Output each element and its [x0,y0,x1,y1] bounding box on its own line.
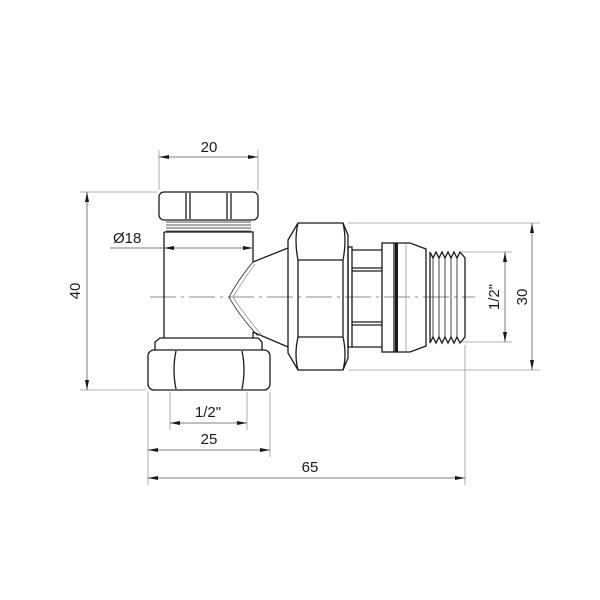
dimension-label: 40 [67,283,84,300]
dimension-overall-length: 65 [148,345,466,485]
dimension-label: 25 [201,431,218,448]
male-thread [429,250,466,345]
dimension-label: 1/2" [195,404,221,421]
union-nut [287,222,353,371]
dimension-body-diameter: Ø18 [110,230,253,250]
dimension-top-nut-width: 20 [158,139,259,190]
bottom-nut [147,337,271,391]
dimension-label: 65 [302,459,319,476]
valve-body [163,231,289,348]
top-thread [166,221,251,232]
dimension-label: Ø18 [113,230,141,247]
tailpiece [352,242,427,353]
dimension-height: 40 [67,191,157,391]
dimension-side-thread: 1/2" [462,251,512,343]
dimension-bottom-thread: 1/2" [169,392,248,430]
dimension-label: 1/2" [486,284,503,310]
dimension-side-height: 30 [348,222,540,371]
dimension-bottom-nut-width: 25 [147,392,271,485]
dimension-label: 30 [514,289,531,306]
top-cap-nut [158,191,259,221]
dimension-label: 20 [201,139,218,156]
